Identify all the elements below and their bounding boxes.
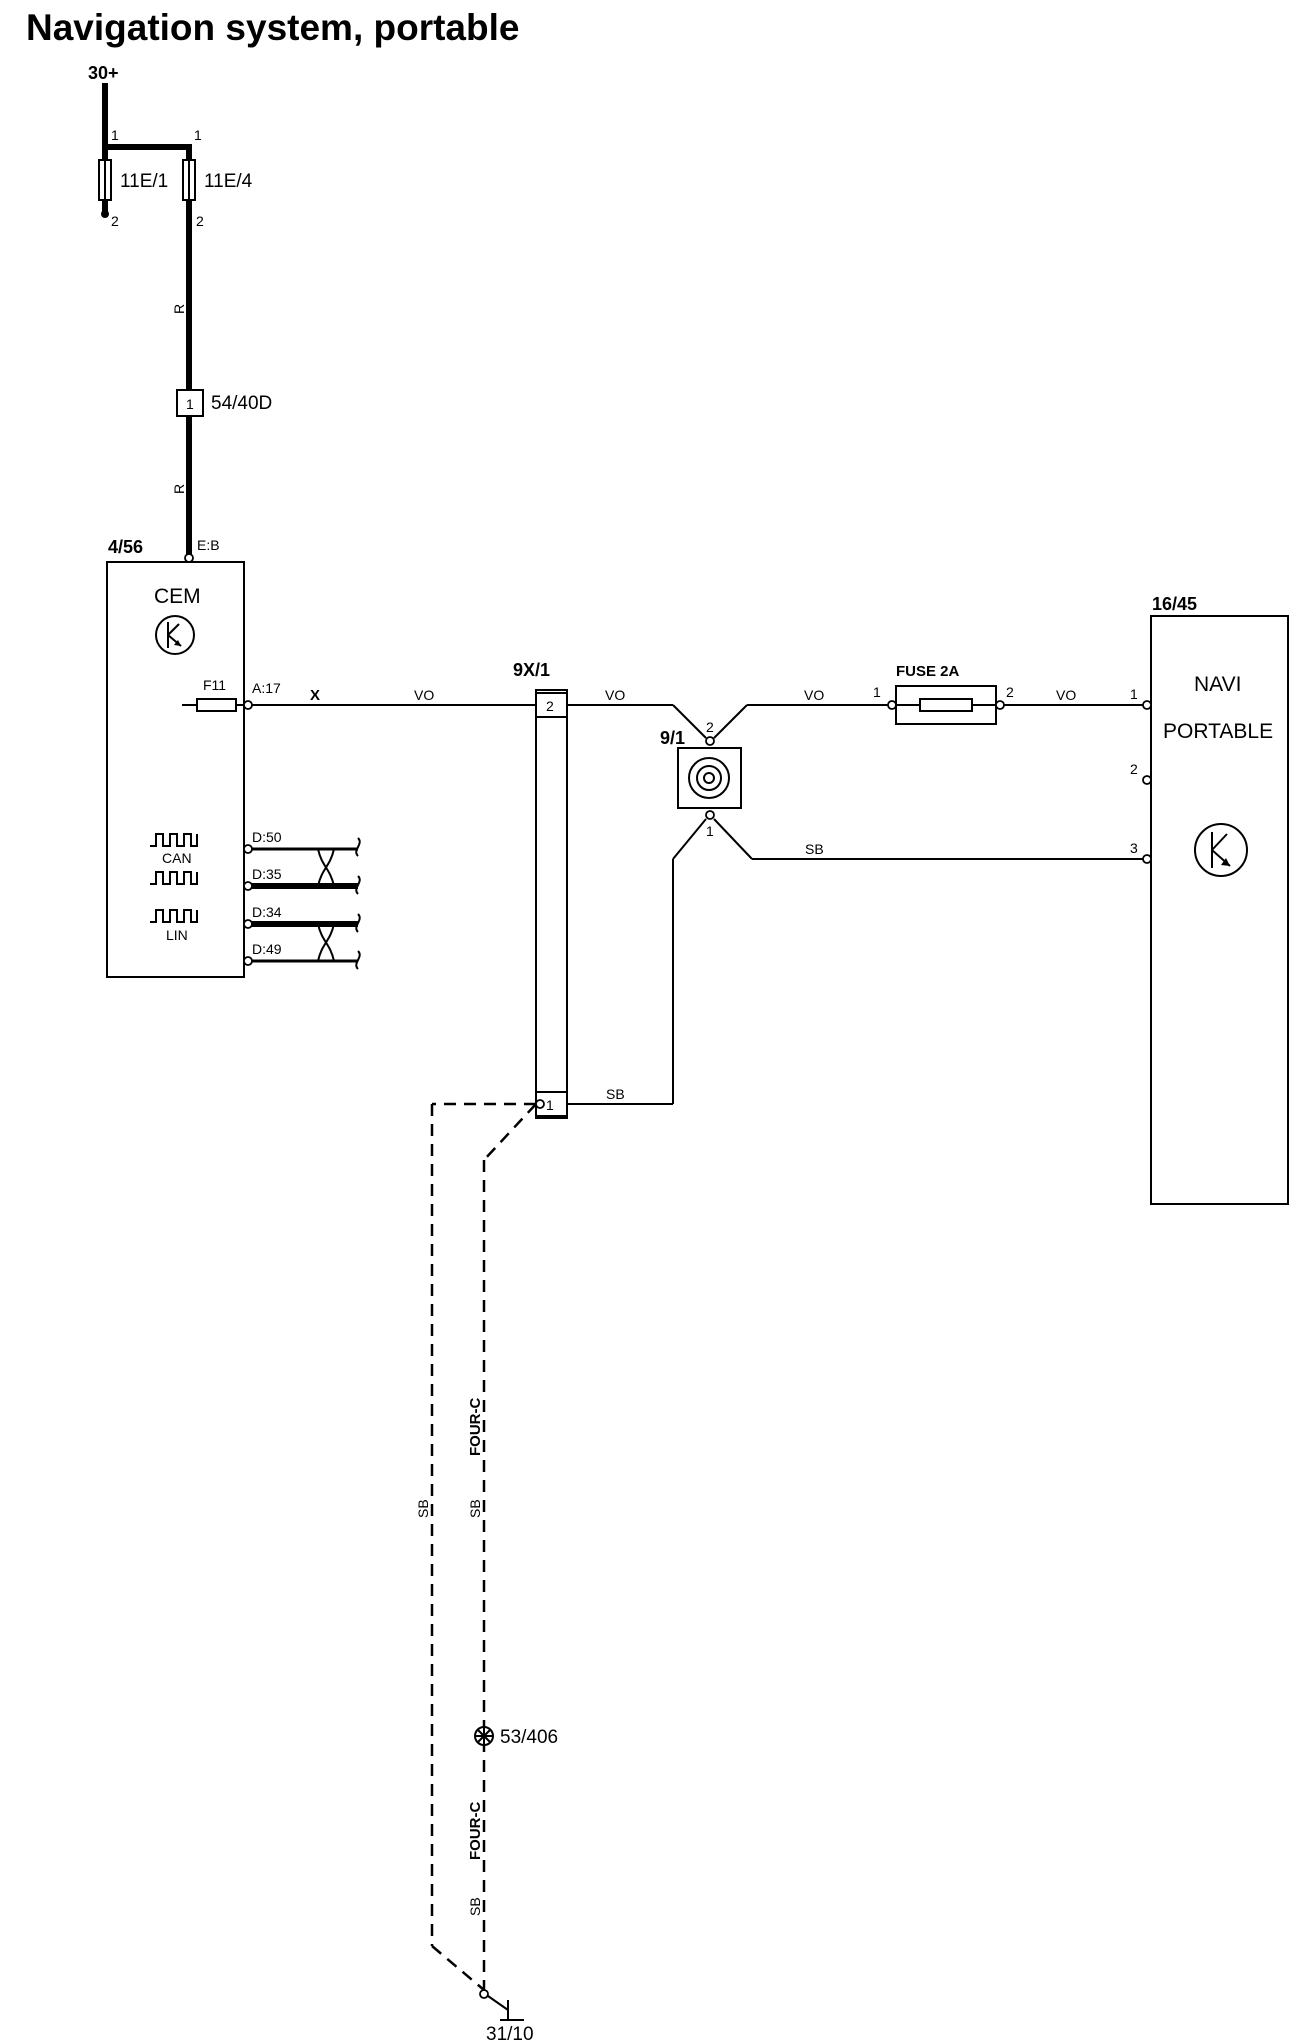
fuse-11e4-pin-bottom: 2 xyxy=(196,213,204,229)
connector-9x1-pin2: 2 xyxy=(546,698,554,714)
connector-9x1-label: 9X/1 xyxy=(513,660,550,680)
can-label: CAN xyxy=(162,850,192,866)
ground-path: FOUR-C SB SB 53/406 FOUR-C SB 31/10 xyxy=(415,1099,558,2040)
wire-vo-3-label: VO xyxy=(804,687,824,703)
socket-pin2: 2 xyxy=(706,719,714,735)
cem-power-terminal xyxy=(184,553,194,563)
navi-pin2: 2 xyxy=(1130,761,1138,777)
cem-pin-d50: D:50 xyxy=(252,829,282,845)
can-waveform-icon xyxy=(150,833,198,885)
ground-label: 31/10 xyxy=(486,2024,534,2040)
fuse-11e4-pin-top: 1 xyxy=(194,127,202,143)
navi-box xyxy=(1150,615,1289,1205)
socket-9-1: 9/1 2 1 xyxy=(660,719,742,839)
lin-waveform-icon xyxy=(150,909,198,923)
fuse-2a-label: FUSE 2A xyxy=(896,663,960,680)
ground-sb-bottom: SB xyxy=(467,1897,483,1916)
wire-r-lower-label: R xyxy=(171,484,187,494)
navi-ecu-icon xyxy=(1194,823,1248,877)
connector-9x1: 9X/1 2 1 xyxy=(513,660,568,1119)
cem-pin-d49: D:49 xyxy=(252,941,282,957)
socket-9-1-label: 9/1 xyxy=(660,728,685,748)
diagram-title: Navigation system, portable xyxy=(26,7,519,48)
cem-ecu-icon xyxy=(155,615,195,655)
navi-pin1: 1 xyxy=(1130,686,1138,702)
connector-54-pin: 1 xyxy=(186,396,194,412)
cem-pin-d34: D:34 xyxy=(252,904,282,920)
wire-r-upper-label: R xyxy=(171,304,187,314)
socket-icon xyxy=(688,757,730,799)
splice-icon xyxy=(474,1726,494,1746)
navi-pin3: 3 xyxy=(1130,840,1138,856)
splice-label: 53/406 xyxy=(500,1727,558,1748)
wire-vo-1-label: VO xyxy=(414,687,434,703)
cem-fuse-f11-label: F11 xyxy=(203,677,226,693)
supply-label: 30+ xyxy=(88,63,119,83)
fuse-11e1-pin-top: 1 xyxy=(111,127,119,143)
cem-fuse-f11 xyxy=(196,698,237,712)
wire-vo-4-label: VO xyxy=(1056,687,1076,703)
cem-id: 4/56 xyxy=(108,537,143,557)
navi-id: 16/45 xyxy=(1152,594,1197,614)
fuse-2a-pin1: 1 xyxy=(873,684,881,700)
wire-x-marker: X xyxy=(310,687,320,704)
wire-sb-lower-label: SB xyxy=(606,1086,625,1102)
fuse-11e1-pin-bottom: 2 xyxy=(111,213,119,229)
connector-9x1-pin1: 1 xyxy=(546,1097,554,1113)
connector-54-label: 54/40D xyxy=(211,393,272,414)
cem-pin-eb: E:B xyxy=(197,537,220,553)
wire-sb-upper-label: SB xyxy=(805,841,824,857)
fuse-11e1-label: 11E/1 xyxy=(120,171,168,192)
socket-pin1: 1 xyxy=(706,823,714,839)
fuse-2a: FUSE 2A 1 2 xyxy=(873,663,1014,725)
cem-pin-a17-terminal xyxy=(243,700,253,710)
cem-bus-pins: D:50 D:35 D:34 D:49 xyxy=(243,829,361,970)
ground-variant-bottom: FOUR-C xyxy=(467,1802,484,1860)
connector-54-40d: 1 54/40D xyxy=(176,389,272,417)
cem-pin-d35: D:35 xyxy=(252,866,282,882)
cem-box xyxy=(106,561,245,978)
ground-sb-left: SB xyxy=(415,1499,431,1518)
wire-vo-2-label: VO xyxy=(605,687,625,703)
fuse-11e4: 1 2 11E/4 xyxy=(182,127,253,229)
ground-variant-top: FOUR-C xyxy=(467,1398,484,1456)
fuse-2a-pin2: 2 xyxy=(1006,684,1014,700)
cem-module: 4/56 CEM F11 CAN LIN xyxy=(106,537,245,978)
fuse-11e1-terminal xyxy=(101,210,109,218)
cem-pin-a17: A:17 xyxy=(252,680,281,696)
navi-portable-module: 16/45 NAVI PORTABLE 1 2 3 xyxy=(1130,594,1289,1205)
navi-name-line2: PORTABLE xyxy=(1163,720,1273,743)
navi-name-line1: NAVI xyxy=(1194,673,1241,696)
connector-9x1-body xyxy=(535,689,568,1119)
fuse-11e4-label: 11E/4 xyxy=(204,171,253,192)
ground-sb-mid: SB xyxy=(467,1499,483,1518)
lin-label: LIN xyxy=(166,927,188,943)
cem-name: CEM xyxy=(154,585,201,608)
fuse-11e1: 1 2 11E/1 xyxy=(98,127,168,229)
